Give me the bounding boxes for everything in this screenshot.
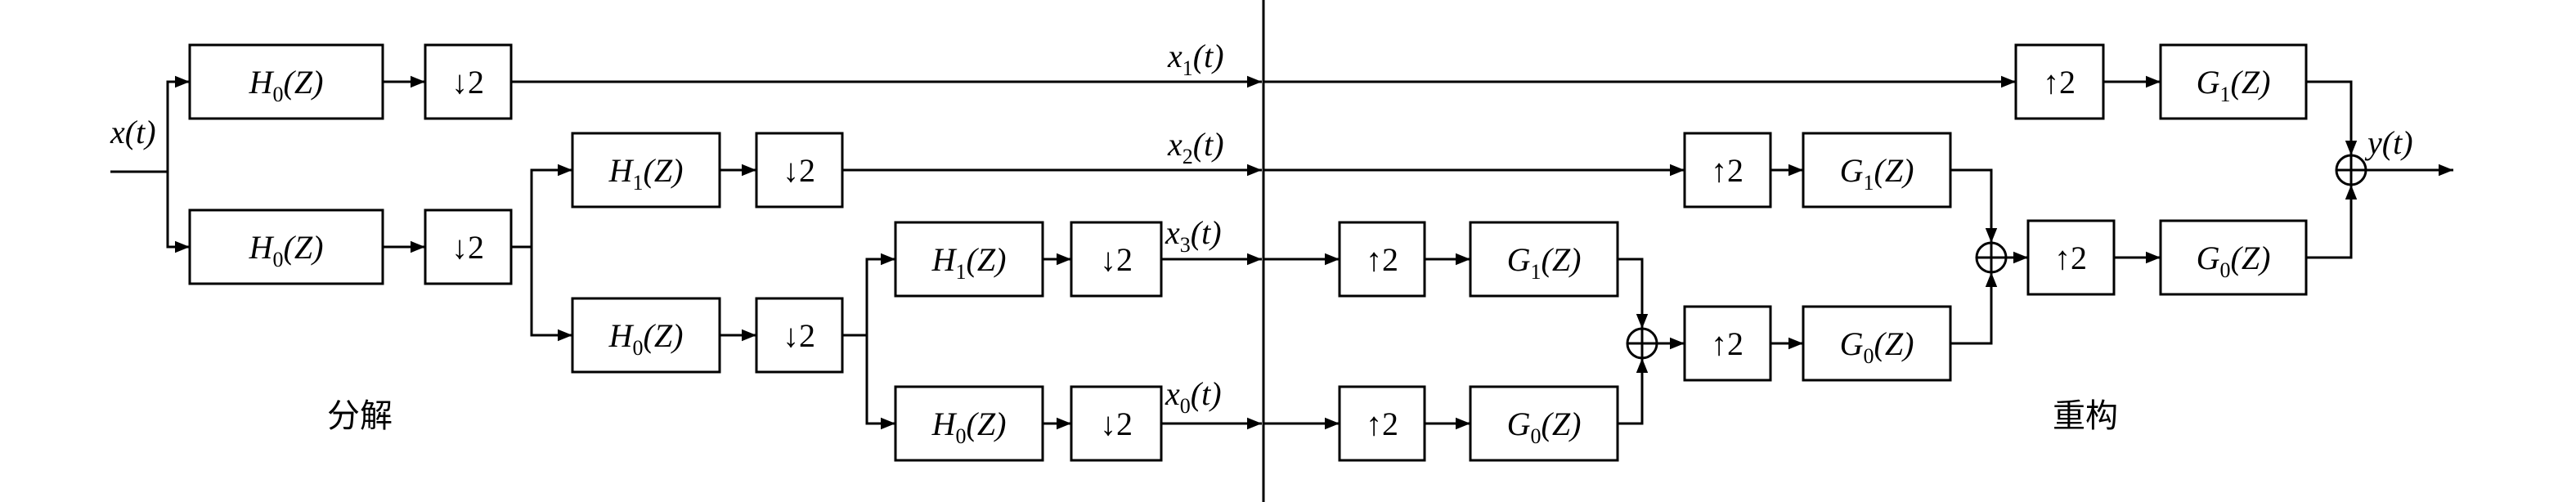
input-label: x(t) (110, 114, 156, 150)
reconstruction-label: 重构 (2053, 397, 2118, 435)
upsampler-5 (1683, 305, 1772, 382)
filter-block-H0-a (188, 43, 384, 120)
filter-label-G0-f: G0(Z) (1507, 406, 1582, 448)
reconstruction-blocks: ↑2 ↑2 ↑2 ↑2 ↑2 ↑2 G1(Z) G1(Z) G0(Z) G1(Z… (1338, 43, 2367, 462)
decomposition-blocks: H0(Z) H0(Z) H1(Z) H0(Z) H1(Z) H0(Z) ↓2 ↓… (188, 43, 1163, 462)
filter-block-H1-e (894, 221, 1044, 298)
upsampler-1-label: ↑2 (2043, 64, 2076, 101)
filter-label-H1-c: H1(Z) (608, 152, 684, 195)
filter-label-H0-d: H0(Z) (608, 317, 684, 360)
filter-block-G0-f (1469, 385, 1619, 462)
summer-1 (1626, 327, 1658, 360)
upsampler-6-label: ↑2 (2054, 240, 2087, 276)
signal-label-x3: x3(t) (1165, 214, 1222, 257)
upsampler-3-label: ↑2 (1366, 241, 1398, 278)
filter-block-H0-b (188, 208, 384, 285)
filter-label-G1-b: G1(Z) (1840, 152, 1914, 195)
downsampler-3 (755, 132, 844, 208)
downsampler-2 (424, 208, 513, 285)
filter-label-H1-e: H1(Z) (931, 241, 1007, 284)
filter-label-G0-c: G0(Z) (2197, 240, 2271, 282)
summer-2 (1975, 241, 2008, 274)
downsampler-5-label: ↓2 (1100, 241, 1133, 278)
upsampler-2-label: ↑2 (1711, 152, 1744, 189)
decomposition-label: 分解 (327, 397, 393, 435)
signal-label-x2: x2(t) (1167, 126, 1224, 168)
filter-block-G1-d (1469, 221, 1619, 298)
downsampler-5 (1070, 221, 1163, 298)
reconstruction-wires (1263, 75, 2453, 430)
upsampler-4 (1338, 385, 1426, 462)
decomposition-wires (110, 75, 1262, 430)
upsampler-5-label: ↑2 (1711, 325, 1744, 362)
upsampler-4-label: ↑2 (1366, 406, 1398, 442)
filter-block-G1-b (1802, 132, 1952, 208)
upsampler-1 (2014, 43, 2105, 120)
filter-label-G1-d: G1(Z) (1507, 241, 1582, 284)
filter-block-H1-c (571, 132, 721, 208)
downsampler-2-label: ↓2 (451, 229, 484, 266)
filter-block-G0-e (1802, 305, 1952, 382)
filter-label-H0-b: H0(Z) (249, 229, 324, 271)
signal-label-x1: x1(t) (1167, 38, 1224, 80)
output-label: y(t) (2364, 124, 2413, 161)
filter-label-H0-a: H0(Z) (249, 64, 324, 106)
filter-block-H0-d (571, 297, 721, 374)
upsampler-2 (1683, 132, 1772, 208)
filter-label-G1-a: G1(Z) (2197, 64, 2271, 106)
downsampler-3-label: ↓2 (783, 152, 815, 189)
filter-block-H0-f (894, 385, 1044, 462)
filter-block-G1-a (2159, 43, 2308, 120)
filter-label-G0-e: G0(Z) (1840, 325, 1914, 368)
summer-3 (2335, 154, 2367, 186)
downsampler-1-label: ↓2 (451, 64, 484, 101)
filter-block-G0-c (2159, 219, 2308, 296)
downsampler-4-label: ↓2 (783, 317, 815, 354)
upsampler-3 (1338, 221, 1426, 298)
signal-label-x0: x0(t) (1165, 375, 1222, 418)
downsampler-6-label: ↓2 (1100, 406, 1133, 442)
downsampler-6 (1070, 385, 1163, 462)
downsampler-4 (755, 297, 844, 374)
filter-label-H0-f: H0(Z) (931, 406, 1007, 448)
downsampler-1 (424, 43, 513, 120)
upsampler-6 (2026, 219, 2116, 296)
